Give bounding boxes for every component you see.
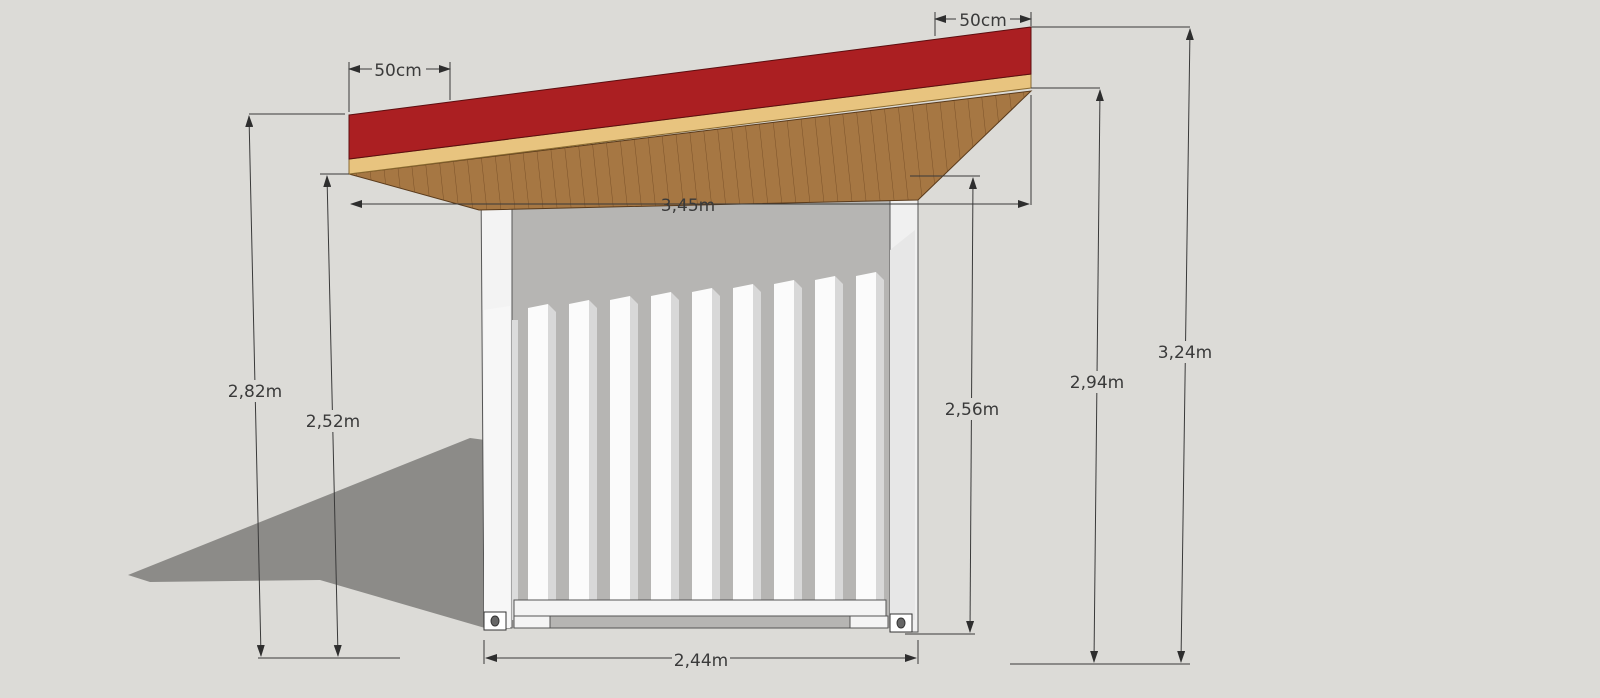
label-left-inner-height: 2,52m bbox=[306, 412, 360, 432]
label-container-width: 2,44m bbox=[674, 651, 728, 671]
label-left-outer-height: 2,82m bbox=[228, 382, 282, 402]
ground-shadow bbox=[128, 438, 485, 628]
container-corrugations bbox=[484, 272, 884, 628]
label-overhang-left: 50cm bbox=[374, 61, 422, 81]
label-overhang-right: 50cm bbox=[959, 11, 1007, 31]
label-container-height: 2,56m bbox=[945, 400, 999, 420]
container-bottom-sill bbox=[513, 599, 889, 629]
roof-top bbox=[348, 26, 1032, 160]
label-right-outer-height: 3,24m bbox=[1158, 343, 1212, 363]
container-right-side bbox=[890, 230, 915, 620]
label-right-inner-height: 2,94m bbox=[1070, 373, 1124, 393]
label-roof-width: 3,45m bbox=[661, 196, 715, 216]
dimension-labels: 50cm 50cm 3,45m 2,82m 2,52m 2,56m 2,94m … bbox=[227, 9, 1214, 671]
